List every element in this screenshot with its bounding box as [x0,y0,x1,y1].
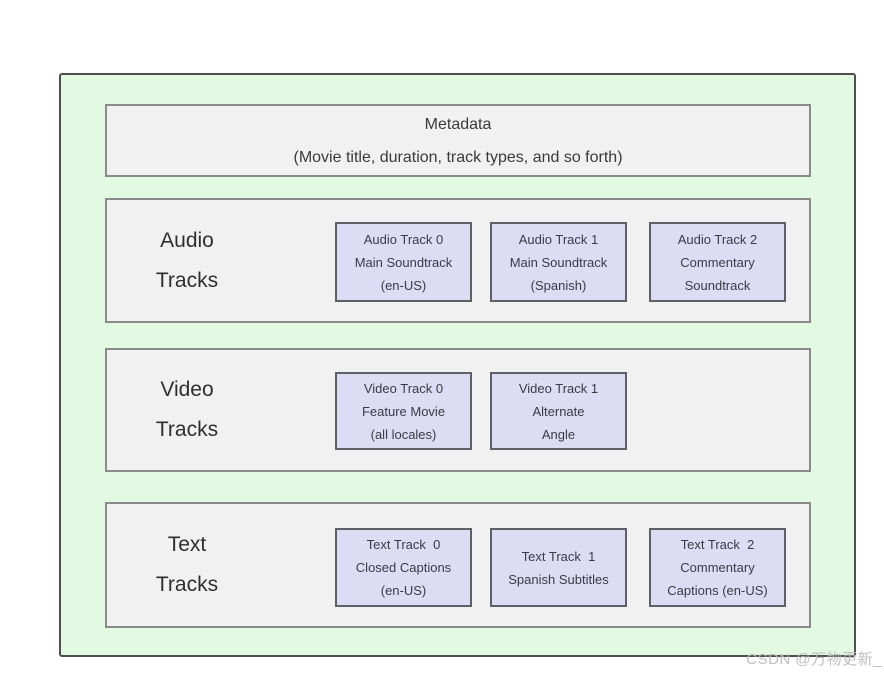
track-title: Video Track 1 [518,380,599,396]
track-description: Feature Movie [361,403,446,419]
metadata-title: Metadata [424,115,492,133]
text-tracks-label-line2: Tracks [155,573,219,596]
audio-tracks-label-line2: Tracks [155,268,219,292]
track-title: Video Track 0 [363,380,444,396]
track-locale: Captions (en-US) [667,583,768,598]
text-tracks-label-line1: Text [167,533,207,556]
metadata-box: Metadata (Movie title, duration, track t… [105,104,811,177]
track-description-2: Soundtrack [684,277,751,293]
video-tracks-label-line2: Tracks [155,418,219,441]
track-locale: (en-US) [380,277,427,293]
track-description: Spanish Subtitles [508,571,609,587]
track-description: Main Soundtrack [354,254,453,270]
audio-track-1-box: Audio Track 1 Main Soundtrack (Spanish) [490,222,627,302]
audio-track-2-box: Audio Track 2 Commentary Soundtrack [649,222,786,302]
video-tracks-section: Video Tracks Video Track 0 Feature Movie… [105,348,811,472]
track-description: Commentary [680,560,755,575]
video-tracks-label: Video Tracks [127,350,247,470]
text-track-1-box: Text Track 1 Spanish Subtitles [490,528,627,607]
audio-tracks-label: Audio Tracks [127,200,247,321]
track-locale: (Spanish) [530,277,587,293]
video-track-1-box: Video Track 1 Alternate Angle [490,372,627,450]
track-title: Audio Track 1 [518,231,599,247]
track-title: Text Track 2 [680,537,755,552]
track-description: Commentary [680,254,755,270]
csdn-watermark: CSDN @万物更新_ [746,651,882,668]
track-locale: (all locales) [370,426,437,442]
track-title: Text Track 1 [521,548,596,564]
video-track-0-box: Video Track 0 Feature Movie (all locales… [335,372,472,450]
track-description: Alternate [532,403,585,419]
track-description: Closed Captions [355,560,452,575]
metadata-subtitle: (Movie title, duration, track types, and… [293,148,623,166]
audio-tracks-label-line1: Audio [160,228,214,252]
audio-track-0-box: Audio Track 0 Main Soundtrack (en-US) [335,222,472,302]
text-track-2-box: Text Track 2 Commentary Captions (en-US) [649,528,786,607]
text-tracks-section: Text Tracks Text Track 0 Closed Captions… [105,502,811,628]
track-title: Audio Track 2 [677,231,758,247]
text-tracks-label: Text Tracks [127,504,247,626]
video-tracks-label-line1: Video [160,378,214,401]
track-title: Text Track 0 [366,537,441,552]
track-description-2: Angle [541,426,576,442]
text-track-0-box: Text Track 0 Closed Captions (en-US) [335,528,472,607]
track-locale: (en-US) [380,583,427,598]
track-description: Main Soundtrack [509,254,608,270]
track-title: Audio Track 0 [363,231,444,247]
audio-tracks-section: Audio Tracks Audio Track 0 Main Soundtra… [105,198,811,323]
